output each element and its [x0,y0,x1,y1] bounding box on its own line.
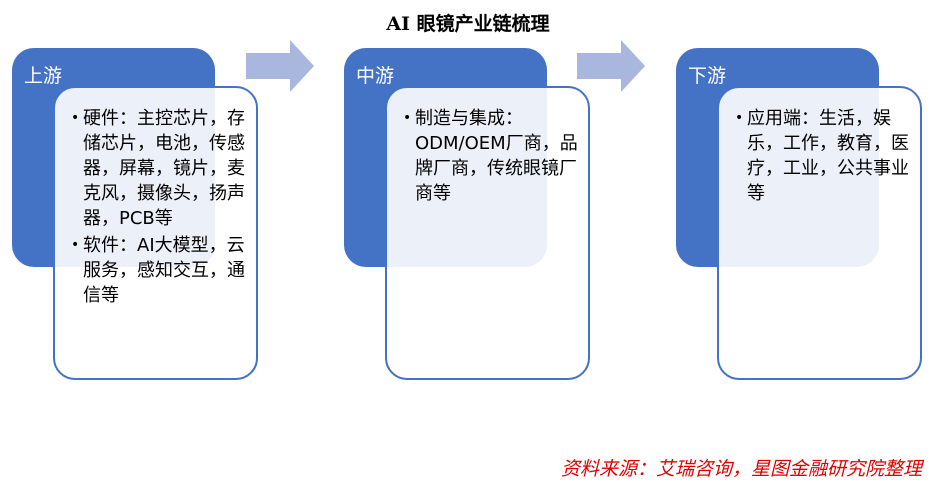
stage-card-midstream: 制造与集成：ODM/OEM厂商，品牌厂商，传统眼镜厂商等 [385,86,590,380]
list-item: 制造与集成：ODM/OEM厂商，品牌厂商，传统眼镜厂商等 [403,106,580,206]
source-note: 资料来源：艾瑞咨询，星图金融研究院整理 [560,458,922,480]
diagram-title: AI 眼镜产业链梳理 [386,13,550,35]
stage-card-downstream: 应用端：生活，娱乐，工作，教育，医疗，工业，公共事业等 [717,86,922,380]
arrow-right-icon [577,40,645,92]
stage-card-upstream: 硬件：主控芯片，存储芯片，电池，传感器，屏幕，镜片，麦克风，摄像头，扬声器，PC… [53,86,258,380]
list-item: 软件：AI大模型，云服务，感知交互，通信等 [71,233,248,308]
list-item: 硬件：主控芯片，存储芯片，电池，传感器，屏幕，镜片，麦克风，摄像头，扬声器，PC… [71,106,248,231]
stage-label: 中游 [356,65,395,87]
list-item: 应用端：生活，娱乐，工作，教育，医疗，工业，公共事业等 [735,106,912,206]
stage-label: 下游 [688,65,727,87]
arrow-right-icon [246,40,314,92]
stage-label: 上游 [24,65,63,87]
